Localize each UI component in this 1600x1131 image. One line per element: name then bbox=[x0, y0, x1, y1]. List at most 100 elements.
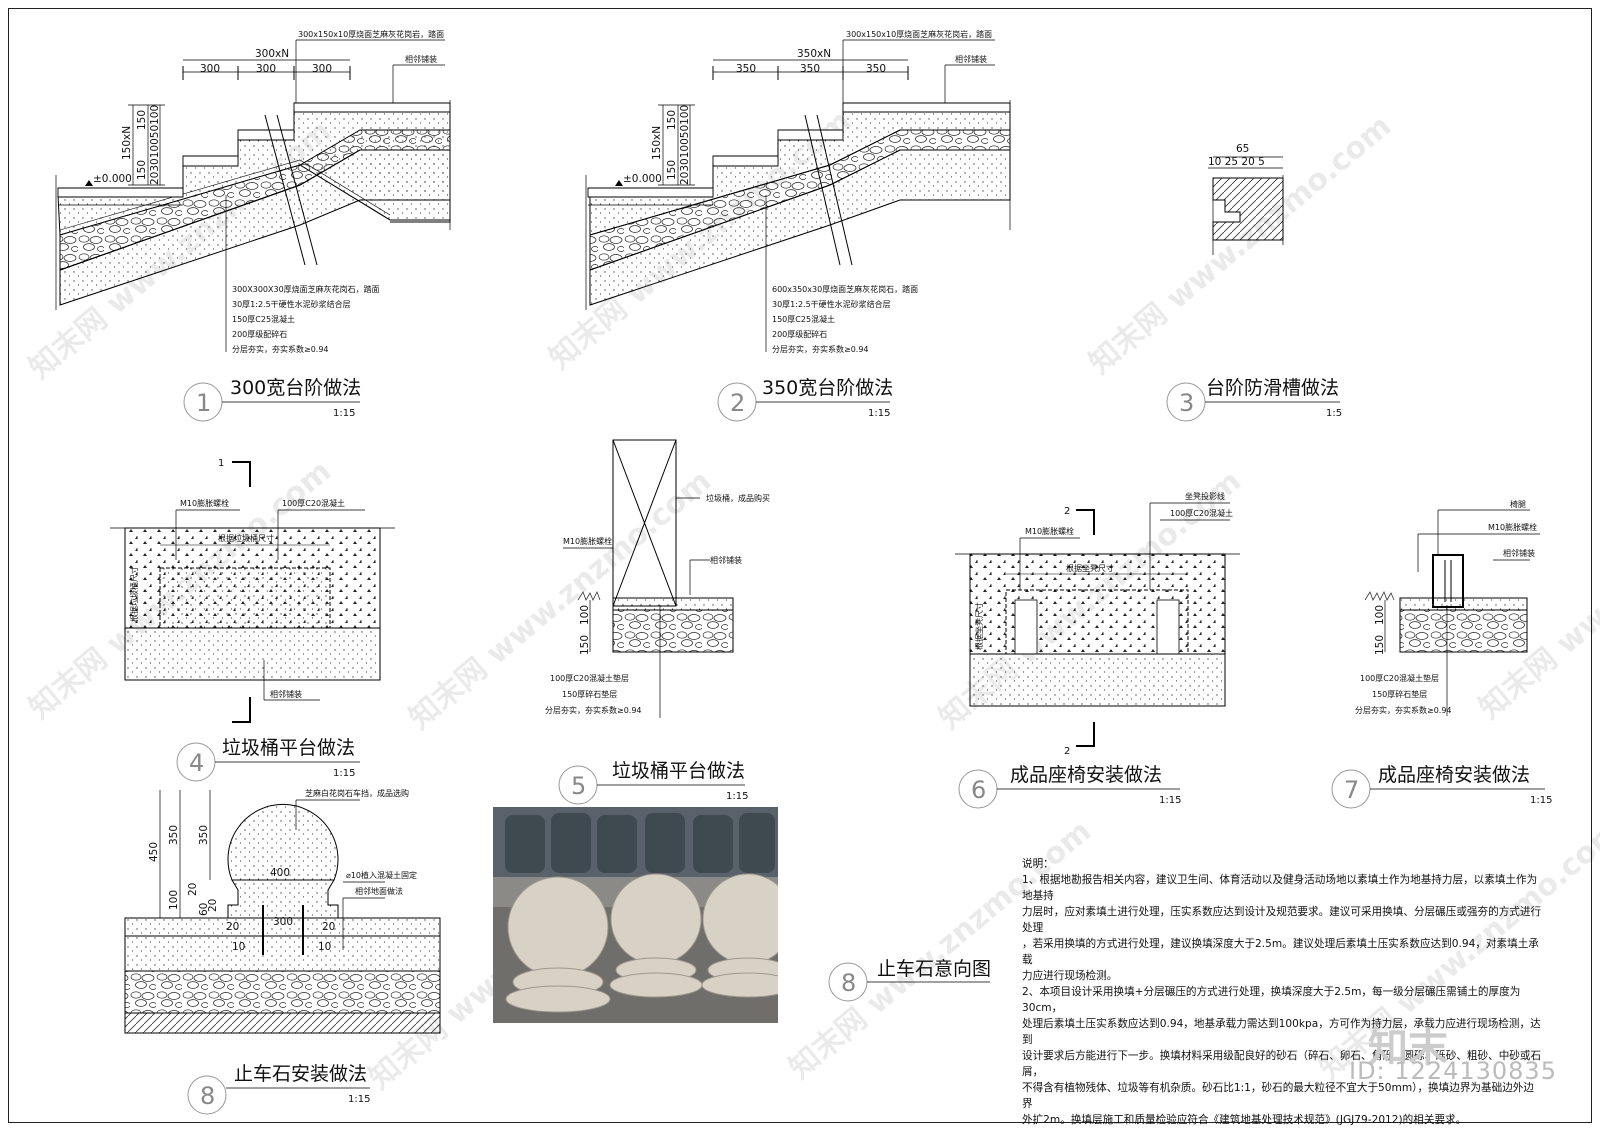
anchor-label: ⌀10植入混凝土固定 bbox=[346, 870, 417, 880]
dim-350b: 350 bbox=[198, 825, 210, 845]
adjacent-label: 相邻铺装 bbox=[1503, 548, 1535, 558]
detail-1-stair-300: 300xN 300 300 300 300x150x10厚烧面芝麻灰花岗岩，踏面… bbox=[55, 29, 451, 422]
layer-1: 300X300X30厚烧面芝麻灰花岗石，踏面 bbox=[232, 284, 380, 294]
size-label: 根据垃圾桶尺寸 bbox=[218, 533, 274, 543]
notes-line: ，若采用换填的方式进行处理，建议换填深度大于2.5m。建议处理后素填土压实系数应… bbox=[1022, 938, 1539, 966]
groove-dims: 10 25 20 5 bbox=[1208, 156, 1265, 168]
detail-6-bench-plan: 2 2 M10膨胀螺栓 坐凳投影线 100厚C20混凝土 根据坐凳尺寸 根据坐凳… bbox=[955, 491, 1240, 809]
id-tag: ID: 1224130835 bbox=[1349, 1057, 1557, 1085]
detail-title: 垃圾桶平台做法 bbox=[612, 760, 745, 782]
detail-scale: 1:15 bbox=[348, 1094, 370, 1105]
notes-line: 外扩2m。换填层施工和质量检验应符合《建筑地基处理技术规范》(JGJ79-201… bbox=[1022, 1114, 1467, 1126]
side-label: 根据垃圾桶尺寸 bbox=[129, 566, 139, 622]
section-mark-bottom: 2 bbox=[1064, 746, 1070, 757]
bolt-label: M10膨胀螺栓 bbox=[1025, 526, 1074, 536]
dim-3: 300 bbox=[312, 63, 332, 75]
brand-logo-text: 知末 bbox=[1368, 1025, 1448, 1071]
detail-7-bench-section: 椅腿 M10膨胀螺栓 相邻铺装 100 150 100厚C20混凝土垫层 150… bbox=[1331, 499, 1552, 809]
dim-100: 100 bbox=[1374, 605, 1386, 625]
dim-riser-1: 150 bbox=[666, 110, 678, 130]
detail-number: 6 bbox=[971, 776, 986, 804]
side-label: 根据坐凳尺寸 bbox=[974, 602, 984, 650]
adjacent-label: 相邻铺装 bbox=[270, 689, 302, 699]
groove-dim-top: 65 bbox=[1236, 143, 1249, 155]
product-label: 芝麻白花岗石车挡，成品选购 bbox=[305, 788, 409, 798]
dim-400: 400 bbox=[270, 867, 290, 879]
layer-3: 150厚C25混凝土 bbox=[772, 314, 835, 324]
detail-number: 3 bbox=[1179, 389, 1194, 417]
leg-label: 椅腿 bbox=[1510, 499, 1526, 509]
detail-title: 止车石意向图 bbox=[877, 958, 991, 980]
dim-100: 100 bbox=[579, 605, 591, 625]
detail-number: 2 bbox=[730, 389, 745, 417]
detail-title: 成品座椅安装做法 bbox=[1378, 764, 1530, 786]
section-mark-top: 2 bbox=[1064, 506, 1070, 517]
notes-heading: 说明： bbox=[1022, 858, 1054, 870]
notes-line: 不得含有植物残体、垃圾等有机杂质。砂石比1:1，砂石的最大粒径不宜大于50mm）… bbox=[1022, 1082, 1534, 1110]
dim-2: 350 bbox=[800, 63, 820, 75]
bolt-label: M10膨胀螺栓 bbox=[563, 536, 612, 546]
detail-8-photo-label: 8 止车石意向图 bbox=[828, 958, 991, 1002]
dim-450: 450 bbox=[148, 842, 160, 862]
layer-2: 30厚1:2.5干硬性水泥砂浆结合层 bbox=[232, 299, 351, 309]
detail-title: 垃圾桶平台做法 bbox=[222, 737, 355, 759]
layer-2: 150厚碎石垫层 bbox=[562, 689, 617, 699]
detail-number: 8 bbox=[200, 1082, 215, 1110]
dim-10b: 10 bbox=[318, 941, 331, 953]
detail-5-bin-section: 垃圾桶，成品购买 M10膨胀螺栓 相邻铺装 100 150 100厚C20混凝土… bbox=[545, 439, 770, 805]
layer-2: 30厚1:2.5干硬性水泥砂浆结合层 bbox=[772, 299, 891, 309]
layer-1: 100厚C20混凝土垫层 bbox=[1360, 673, 1439, 683]
dim-1: 350 bbox=[736, 63, 756, 75]
layer-1: 100厚C20混凝土垫层 bbox=[550, 673, 629, 683]
dim-150: 150 bbox=[579, 635, 591, 655]
adjacent-label: 相邻铺装 bbox=[955, 54, 987, 64]
dim-150: 150 bbox=[1374, 635, 1386, 655]
layer-3: 分层夯实，夯实系数≥0.94 bbox=[545, 705, 642, 715]
detail-2-stair-350: 350xN 350 350 350 300x150x10厚烧面芝麻灰花岗岩，踏面… bbox=[585, 29, 1011, 422]
detail-title: 300宽台阶做法 bbox=[230, 377, 361, 399]
detail-title: 成品座椅安装做法 bbox=[1010, 764, 1162, 786]
detail-number: 8 bbox=[841, 969, 856, 997]
notes-line: 处理后素填土压实系数应达到0.94，地基承载力需达到100kpa，方可作为持力层… bbox=[1022, 1018, 1541, 1046]
dim-20: 20 bbox=[187, 883, 199, 896]
detail-8-bollard: 400 芝麻白花岗石车挡，成品选购 ⌀10植入混凝土固定 相邻地面做法 450 … bbox=[124, 788, 441, 1115]
detail-scale: 1:15 bbox=[333, 768, 355, 779]
top-note: 300x150x10厚烧面芝麻灰花岗岩，踏面 bbox=[298, 29, 444, 39]
dim-layers: 203010050100 bbox=[679, 105, 691, 185]
elevation: ±0.000 bbox=[93, 173, 132, 185]
detail-scale: 1:15 bbox=[333, 408, 355, 419]
adjacent-label: 相邻铺装 bbox=[405, 54, 437, 64]
dim-10a: 10 bbox=[232, 941, 245, 953]
dim-riser-1: 150 bbox=[136, 110, 148, 130]
line-label: 坐凳投影线 bbox=[1185, 491, 1225, 501]
detail-scale: 1:15 bbox=[868, 408, 890, 419]
layer-5: 分层夯实，夯实系数≥0.94 bbox=[232, 344, 329, 354]
bolt-label: M10膨胀螺栓 bbox=[1488, 522, 1537, 532]
dim-3: 350 bbox=[866, 63, 886, 75]
detail-title: 350宽台阶做法 bbox=[762, 377, 893, 399]
dim-60: 60 bbox=[198, 903, 210, 916]
notes-block: 说明： 1、根据地勘报告相关内容，建议卫生间、体育活动以及健身活动场地以素填土作… bbox=[1022, 856, 1542, 1128]
notes-line: 设计要求后方能进行下一步。换填材料采用级配良好的砂石（碎石、卵石、角砾、圆砾、砾… bbox=[1022, 1050, 1542, 1078]
dim-2: 300 bbox=[256, 63, 276, 75]
detail-title: 止车石安装做法 bbox=[234, 1063, 367, 1085]
detail-number: 1 bbox=[196, 389, 211, 417]
layer-2: 150厚碎石垫层 bbox=[1372, 689, 1427, 699]
dim-1: 300 bbox=[200, 63, 220, 75]
notes-line: 2、本项目设计采用换填+分层碾压的方式进行处理，换填深度大于2.5m，每一级分层… bbox=[1022, 986, 1521, 1014]
product-label: 垃圾桶，成品购买 bbox=[706, 493, 770, 503]
dim-100: 100 bbox=[168, 890, 180, 910]
detail-3-groove: 65 10 25 20 5 3 台阶防滑槽做法 1:5 bbox=[1166, 143, 1342, 422]
dim-350: 350 bbox=[168, 825, 180, 845]
size-label: 根据坐凳尺寸 bbox=[1066, 563, 1114, 573]
top-note: 300x150x10厚烧面芝麻灰花岗岩，踏面 bbox=[846, 29, 992, 39]
adjacent-label: 相邻铺装 bbox=[710, 555, 742, 565]
layer-3: 分层夯实，夯实系数≥0.94 bbox=[1355, 705, 1452, 715]
concrete-label: 100厚C20混凝土 bbox=[1170, 508, 1233, 518]
detail-4-bin-plan: 1 M10膨胀螺栓 100厚C20混凝土 根据垃圾桶尺寸 根据垃圾桶尺寸 相邻铺… bbox=[110, 458, 395, 782]
detail-number: 4 bbox=[189, 749, 204, 777]
detail-title: 台阶防滑槽做法 bbox=[1206, 377, 1339, 399]
detail-scale: 1:5 bbox=[1326, 408, 1342, 419]
dim-riser-2: 150 bbox=[666, 160, 678, 180]
layer-5: 分层夯实，夯实系数≥0.94 bbox=[772, 344, 869, 354]
